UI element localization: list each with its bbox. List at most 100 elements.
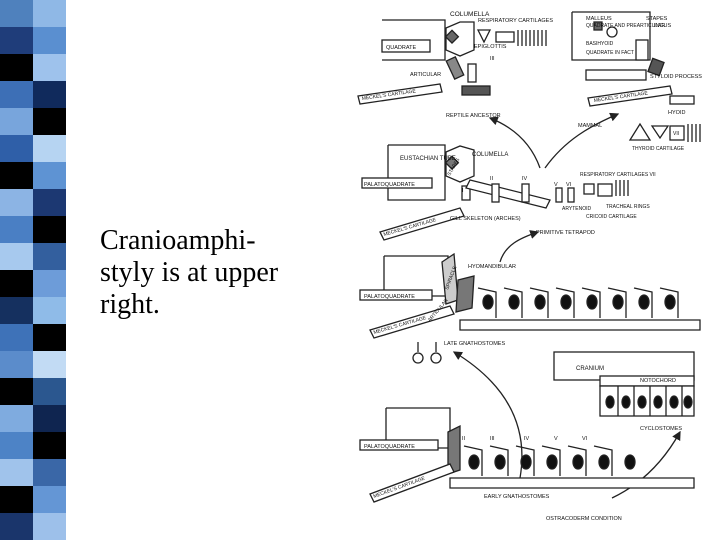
- label-meckels-late: MECKEL'S CARTILAGE: [373, 315, 428, 336]
- stripe-square: [0, 324, 33, 351]
- label-eustachian: EUSTACHIAN TUBE: [400, 156, 456, 162]
- late-gnathostome-panel: HYOMANDIBULAR PALATOQUADRATE SPIRACLE AR…: [359, 252, 701, 364]
- arch-num-2: II: [462, 436, 466, 442]
- arrow-to-cyclostomes: [611, 430, 681, 499]
- stripe-square: [33, 513, 66, 540]
- gill-num-6: VI: [566, 182, 572, 188]
- early-gill-slits: [468, 454, 636, 470]
- label-respiratory-vii: RESPIRATORY CARTILAGES VII: [580, 172, 656, 178]
- stripe-square: [0, 135, 33, 162]
- label-primitive: PRIMITIVE TETRAPOD: [536, 230, 595, 236]
- arrow-to-tetrapod: [499, 230, 540, 263]
- stripe-square: [0, 432, 33, 459]
- stripe-square: [0, 81, 33, 108]
- label-late-gnath: LATE GNATHOSTOMES: [444, 341, 505, 347]
- stripe-square: [33, 216, 66, 243]
- stripe-square: [33, 297, 66, 324]
- stripe-square: [33, 135, 66, 162]
- mammal-rings: [687, 124, 701, 142]
- stripe-square: [0, 27, 33, 54]
- arch-num-5: V: [554, 436, 558, 442]
- label-reptile: REPTILE ANCESTOR: [446, 113, 501, 119]
- label-arytenoid: ARYTENOID: [562, 206, 591, 212]
- arch-num-3: III: [490, 436, 495, 442]
- gill-num-5: V: [554, 182, 558, 188]
- caption-line-3: right.: [100, 289, 160, 320]
- stripe-square: [0, 459, 33, 486]
- stripe-square: [33, 162, 66, 189]
- decorative-stripe: [0, 0, 66, 540]
- stripe-square: [0, 108, 33, 135]
- stripe-square: [0, 378, 33, 405]
- stripe-square: [33, 405, 66, 432]
- arch-num-4: IV: [524, 436, 530, 442]
- label-ostracoderm: OSTRACODERM CONDITION: [546, 516, 622, 522]
- label-early-gnath: EARLY GNATHOSTOMES: [484, 494, 550, 500]
- cyclostome-pores: [605, 395, 693, 409]
- stripe-square: [33, 54, 66, 81]
- stripe-square: [0, 162, 33, 189]
- arrow-to-mammal: [544, 112, 620, 169]
- label-columella: COLUMELLA: [450, 11, 490, 18]
- label-mammal: MAMMAL: [578, 123, 602, 129]
- label-cricoid: CRICOID CARTILAGE: [586, 214, 637, 220]
- stripe-square: [33, 189, 66, 216]
- meckels-cartilage-tetrapod: [379, 207, 465, 241]
- meckels-cartilage-late: [369, 305, 455, 339]
- label-incus: INCUS: [654, 23, 671, 29]
- arrow-to-late-gnath: [452, 351, 523, 479]
- label-thyroid: THYROID CARTILAGE: [632, 146, 685, 152]
- stripe-square: [0, 189, 33, 216]
- label-cranium: CRANIUM: [576, 366, 604, 372]
- label-epiglottis: EPIGLOTTIS: [474, 44, 507, 50]
- late-gill-slits: [482, 294, 676, 310]
- label-quadrate-inf: QUADRATE IN FACT: [586, 50, 634, 56]
- gill-num-4: IV: [522, 176, 528, 182]
- evolution-jaw-diagram: COLUMELLA RESPIRATORY CARTILAGES QUADRAT…: [357, 11, 702, 522]
- stripe-square: [0, 270, 33, 297]
- label-notochord: NOTOCHORD: [640, 378, 676, 384]
- tetrapod-panel: EUSTACHIAN TUBE COLUMELLA STAPES PALATOQ…: [361, 144, 656, 241]
- label-columella-mid: COLUMELLA: [472, 152, 508, 158]
- stripe-square: [0, 405, 33, 432]
- stripe-square: [33, 324, 66, 351]
- stripe-square: [33, 270, 66, 297]
- caption-line-2: styly is at upper: [100, 257, 279, 288]
- label-cyclostomes: CYCLOSTOMES: [640, 426, 682, 432]
- stripe-square: [0, 243, 33, 270]
- respiratory-rings: [517, 30, 547, 46]
- label-stapes-top: STAPES: [646, 16, 668, 22]
- columella-bone: [444, 29, 460, 44]
- label-quadrate: QUADRATE: [386, 45, 416, 51]
- stripe-square: [33, 486, 66, 513]
- stripe-square: [0, 351, 33, 378]
- label-basihyoid: BASIHYOID: [586, 41, 614, 47]
- caption-line-1: Cranioamphi-: [100, 225, 256, 256]
- label-hyoid: HYOID: [668, 110, 685, 116]
- arch-num-6: VI: [582, 436, 588, 442]
- label-tracheal: TRACHEAL RINGS: [606, 204, 650, 210]
- label-epiglottis-num: III: [490, 56, 495, 62]
- stripe-square: [33, 108, 66, 135]
- label-articular: ARTICULAR: [410, 72, 441, 78]
- hyomandibular-bone: [455, 275, 475, 313]
- label-quadrate-pre: QUADRATE AND PREARTICULAR: [586, 23, 665, 29]
- stripe-square: [33, 378, 66, 405]
- mammal-panel: MALLEUS QUADRATE AND PREARTICULAR STAPES…: [571, 11, 702, 152]
- gill-num-1: I: [462, 188, 464, 194]
- label-meckels-early: MECKEL'S CARTILAGE: [373, 475, 427, 500]
- label-gill-skeleton: GILL SKELETON (ARCHES): [450, 216, 521, 222]
- meckels-cartilage-mammal: [587, 85, 673, 107]
- label-styloid: STYLOID PROCESS: [650, 74, 702, 80]
- stripe-square: [33, 0, 66, 27]
- meckels-cartilage-top: [357, 83, 443, 105]
- label-hyomandibular: HYOMANDIBULAR: [468, 264, 516, 270]
- label-respiratory: RESPIRATORY CARTILAGES: [478, 18, 553, 24]
- label-meckels-mid: MECKEL'S CARTILAGE: [383, 217, 438, 238]
- articular-bone: [461, 85, 491, 96]
- slide-caption: Cranioamphi- styly is at upper right.: [100, 225, 340, 321]
- cyclostome-panel: CRANIUM NOTOCHORD CYCLOSTOMES: [553, 351, 695, 432]
- stripe-square: [0, 513, 33, 540]
- label-malleus: MALLEUS: [586, 16, 612, 22]
- tetrapod-rings: [615, 180, 629, 196]
